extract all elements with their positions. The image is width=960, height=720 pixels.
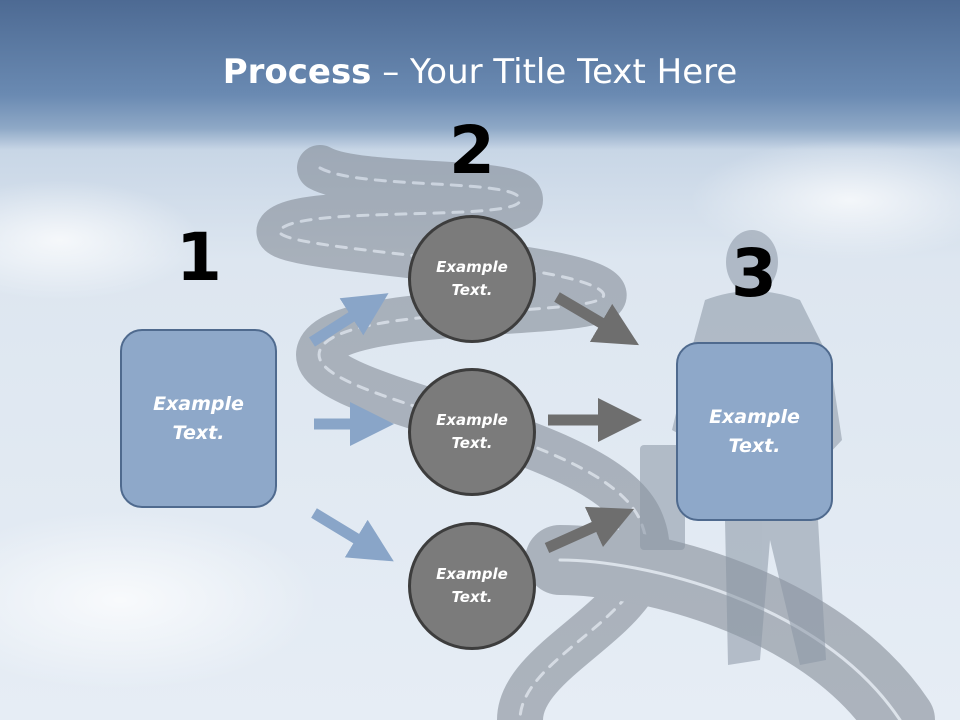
circle-top-line2: Text. — [451, 281, 493, 299]
circle-bottom-line1: Example — [436, 565, 508, 583]
title-bold: Process — [222, 52, 372, 92]
step-number-2: 2 — [449, 112, 495, 189]
right-box-line1: Example — [709, 405, 800, 428]
step-number-1: 1 — [176, 219, 222, 296]
step-number-3: 3 — [731, 235, 777, 312]
left-box-line2: Text. — [172, 421, 225, 444]
slide-title: Process – Your Title Text Here — [0, 52, 960, 92]
circle-middle-line2: Text. — [451, 434, 493, 452]
title-rest: – Your Title Text Here — [371, 52, 738, 92]
right-box-line2: Text. — [728, 434, 781, 457]
circle-middle-line1: Example — [436, 411, 508, 429]
left-box-line1: Example — [153, 392, 244, 415]
circle-bottom-line2: Text. — [451, 588, 493, 606]
circle-top-line1: Example — [436, 258, 508, 276]
